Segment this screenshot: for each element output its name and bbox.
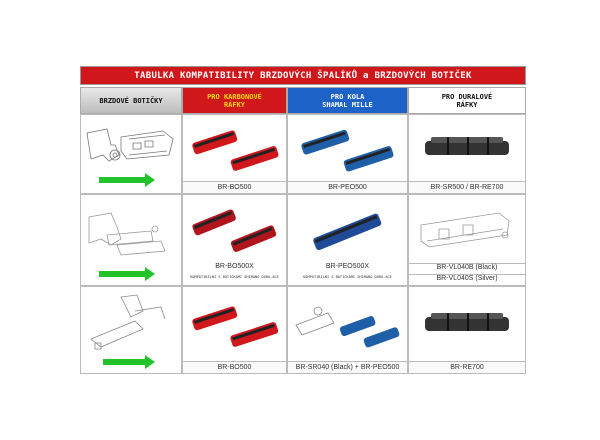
arrow-icon bbox=[99, 267, 155, 281]
blue-pad-image bbox=[313, 213, 382, 251]
table-row: BR-BO500 BR-PEO500 BR-SR500 / BR-RE700 bbox=[80, 114, 526, 194]
carbon-pad-cell: BR-BO500 bbox=[182, 114, 287, 194]
header-label: PRO DURALOVÉ RÁFKY bbox=[441, 92, 493, 109]
part-label: BR-PEO500 bbox=[288, 181, 407, 193]
shoe-image-cell bbox=[80, 286, 182, 374]
part-label: BR-PEO500X bbox=[325, 263, 370, 270]
table-row: BR-BO500 BR-SR040 (Black) + BR-PEO500 BR… bbox=[80, 286, 526, 374]
shamal-pad-cell: BR-PEO500X KOMPATIBILNÍ S BOTIČKAMI SHIM… bbox=[287, 194, 408, 286]
header-label: PRO KARBONOVÉ RÁFKY bbox=[207, 92, 262, 109]
part-label: BR-SR500 / BR-RE700 bbox=[409, 181, 525, 193]
shamal-pad-cell: BR-PEO500 bbox=[287, 114, 408, 194]
black-pad-image bbox=[425, 313, 509, 331]
part-label: BR-BO500 bbox=[183, 181, 286, 193]
red-pad-image bbox=[192, 209, 277, 252]
shoe-image-cell bbox=[80, 114, 182, 194]
blue-pad-image bbox=[301, 129, 394, 172]
table-row: BR-BO500X KOMPATIBILNÍ S BOTIČKAMI SHIMA… bbox=[80, 194, 526, 286]
header-shamal-mille: PRO KOLA SHAMAL MILLE bbox=[287, 87, 408, 114]
alloy-pad-cell: BR-VL040B (Black) BR-VL040S (Silver) bbox=[408, 194, 526, 286]
red-pad-image bbox=[192, 306, 279, 347]
part-label: BR-VL040B (Black) bbox=[409, 263, 525, 275]
header-row: BRZDOVÉ BOTIČKY PRO KARBONOVÉ RÁFKY PRO … bbox=[80, 87, 526, 114]
alloy-pad-cell: BR-SR500 / BR-RE700 bbox=[408, 114, 526, 194]
shoe-and-blue-pad-image bbox=[295, 306, 400, 348]
carbon-pad-cell: BR-BO500 bbox=[182, 286, 287, 374]
header-alloy-rims: PRO DURALOVÉ RÁFKY bbox=[408, 87, 526, 114]
part-label: BR-BO500 bbox=[183, 361, 286, 373]
compatibility-note: KOMPATIBILNÍ S BOTIČKAMI SHIMANO DURA-AC… bbox=[303, 275, 392, 279]
carbon-pad-cell: BR-BO500X KOMPATIBILNÍ S BOTIČKAMI SHIMA… bbox=[182, 194, 287, 286]
alloy-pad-cell: BR-RE700 bbox=[408, 286, 526, 374]
header-brake-shoes: BRZDOVÉ BOTIČKY bbox=[80, 87, 182, 114]
header-label: PRO KOLA bbox=[330, 92, 365, 101]
header-carbon-rims: PRO KARBONOVÉ RÁFKY bbox=[182, 87, 287, 114]
header-label: BRZDOVÉ BOTIČKY bbox=[99, 96, 163, 105]
red-pad-image bbox=[192, 130, 279, 171]
brake-shoe-illustration bbox=[90, 294, 166, 369]
compatibility-note: KOMPATIBILNÍ S BOTIČKAMI SHIMANO DURA-AC… bbox=[190, 275, 279, 279]
part-label: BR-VL040S (Silver) bbox=[409, 274, 525, 286]
brake-shoe-illustration bbox=[88, 212, 166, 281]
part-label: BR-RE700 bbox=[409, 361, 525, 373]
header-label: SHAMAL MILLE bbox=[322, 100, 373, 109]
compatibility-table: TABULKA KOMPATIBILITY BRZDOVÝCH ŠPALÍKŮ … bbox=[80, 66, 526, 374]
arrow-icon bbox=[99, 173, 155, 187]
silver-shoe-image bbox=[420, 212, 510, 248]
table-title: TABULKA KOMPATIBILITY BRZDOVÝCH ŠPALÍKŮ … bbox=[80, 66, 526, 85]
shamal-pad-cell: BR-SR040 (Black) + BR-PEO500 bbox=[287, 286, 408, 374]
part-label: BR-SR040 (Black) + BR-PEO500 bbox=[288, 361, 407, 373]
brake-shoe-illustration bbox=[86, 128, 174, 187]
part-label: BR-BO500X bbox=[215, 263, 254, 270]
shoe-image-cell bbox=[80, 194, 182, 286]
black-pad-image bbox=[425, 137, 509, 155]
arrow-icon bbox=[103, 355, 155, 369]
